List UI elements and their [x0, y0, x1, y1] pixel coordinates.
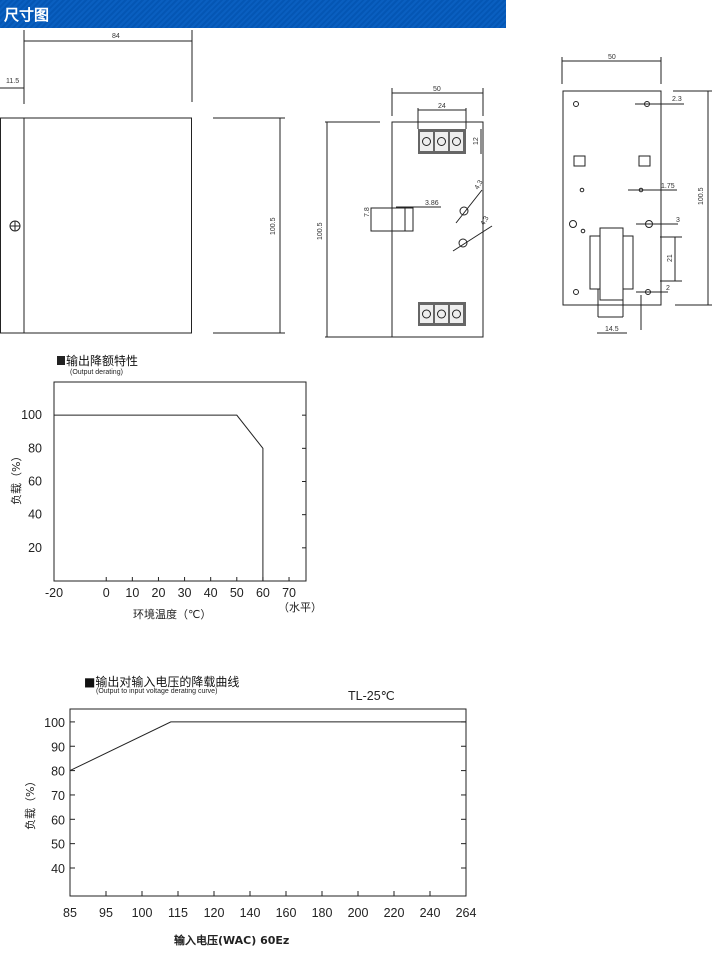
dim-hole-mid: 1.75 — [661, 183, 675, 190]
ground-symbol-icon — [9, 220, 21, 232]
x-tick-label: 30 — [178, 586, 192, 600]
terminal-block-bottom — [418, 302, 466, 326]
dim-height: 100.5 — [698, 187, 705, 205]
dim-slot-width: 3.86 — [425, 200, 439, 207]
dim-slot-height: 7.8 — [364, 207, 371, 217]
dim-hole-top: 2.3 — [672, 96, 682, 103]
derating-line — [54, 414, 264, 581]
y-tick-label: 80 — [28, 441, 42, 455]
title-square-icon — [57, 356, 65, 365]
dim-terminal-width: 24 — [438, 103, 446, 110]
y-tick-label: 70 — [51, 789, 65, 803]
dim-offset: 11.5 — [6, 78, 19, 85]
x-axis-label: 输入电压(WAC) 60Ez — [174, 933, 289, 947]
x-tick-label: 10 — [125, 586, 139, 600]
dim-width: 84 — [112, 33, 120, 40]
x-tick-label: 120 — [204, 906, 225, 920]
temperature-annotation: TL-25℃ — [348, 689, 395, 703]
x-tick-label: 115 — [168, 906, 188, 920]
plot-area — [53, 381, 307, 582]
x-tick-label: 95 — [99, 906, 113, 920]
x-tick-label: 0 — [103, 586, 110, 600]
y-tick-label: 100 — [21, 408, 42, 422]
x-tick-label: 40 — [204, 586, 218, 600]
y-tick-label: 100 — [44, 716, 65, 730]
x-tick-label: 140 — [240, 906, 261, 920]
x-tick-label: 60 — [256, 586, 270, 600]
section-header: 尺寸图 — [0, 0, 506, 28]
dim-hole-3: 3 — [676, 217, 680, 224]
section-title: 尺寸图 — [4, 6, 50, 24]
x-tick-label: 220 — [384, 906, 405, 920]
x-tick-label: 70 — [282, 586, 296, 600]
y-tick-label: 90 — [51, 740, 65, 754]
x-tick-label: 100 — [132, 906, 153, 920]
dim-clip-height: 21 — [667, 254, 674, 262]
x-tick-label: 264 — [456, 906, 477, 920]
terminal-block-top — [418, 129, 466, 154]
x-tick-label: 20 — [152, 586, 166, 600]
x-tick-label: 200 — [348, 906, 369, 920]
dim-hole-2: 4.3 — [480, 215, 491, 227]
dim-hole-bottom: 2 — [666, 285, 670, 292]
x-axis-note: （水平） — [278, 601, 322, 614]
x-tick-label: 180 — [312, 906, 333, 920]
chart-subtitle: (Output to input voltage derating curve) — [96, 688, 217, 695]
y-tick-label: 60 — [28, 475, 42, 489]
y-tick-label: 40 — [28, 508, 42, 522]
chart-title: ■输出对输入电压的降载曲线 — [84, 674, 239, 689]
y-tick-label: 20 — [28, 541, 42, 555]
x-tick-label: -20 — [45, 586, 63, 600]
y-tick-label: 80 — [51, 765, 65, 779]
dim-terminal-height: 12 — [473, 137, 480, 145]
y-axis-label: 负载（%） — [9, 451, 23, 505]
output-derating-chart: 输出降额特性 (Output derating) 负载（%） 环境温度（℃） （… — [9, 353, 322, 621]
side-body — [0, 117, 192, 334]
back-view-drawing: 50 100.5 2.3 1.75 3 21 2 14.5 — [561, 54, 712, 334]
y-tick-label: 40 — [51, 862, 65, 876]
chart-title: 输出降额特性 — [66, 353, 138, 368]
dim-width: 50 — [433, 86, 441, 93]
x-tick-label: 240 — [420, 906, 441, 920]
derating-line — [69, 721, 466, 772]
dim-height: 100.5 — [317, 222, 324, 240]
dim-hole-1: 4.3 — [474, 179, 485, 191]
x-tick-label: 85 — [63, 906, 77, 920]
input-voltage-derating-chart: ■输出对输入电压的降载曲线 (Output to input voltage d… — [23, 674, 476, 947]
x-tick-label: 160 — [276, 906, 297, 920]
dim-width: 50 — [608, 54, 616, 61]
front-view-drawing: 50 24 12 100.5 7.8 3.86 4.3 4.3 — [317, 86, 493, 338]
x-tick-label: 50 — [230, 586, 244, 600]
y-tick-label: 50 — [51, 838, 65, 852]
y-axis-label: 负载（%） — [23, 776, 37, 830]
y-tick-label: 60 — [51, 813, 65, 827]
x-axis-label: 环境温度（℃） — [133, 607, 211, 621]
dim-height: 100.5 — [270, 217, 277, 235]
plot-area — [69, 708, 467, 897]
chart-subtitle: (Output derating) — [70, 369, 123, 376]
side-view-drawing: 84 11.5 100.5 — [0, 30, 285, 334]
dim-clip-width: 14.5 — [605, 326, 619, 333]
